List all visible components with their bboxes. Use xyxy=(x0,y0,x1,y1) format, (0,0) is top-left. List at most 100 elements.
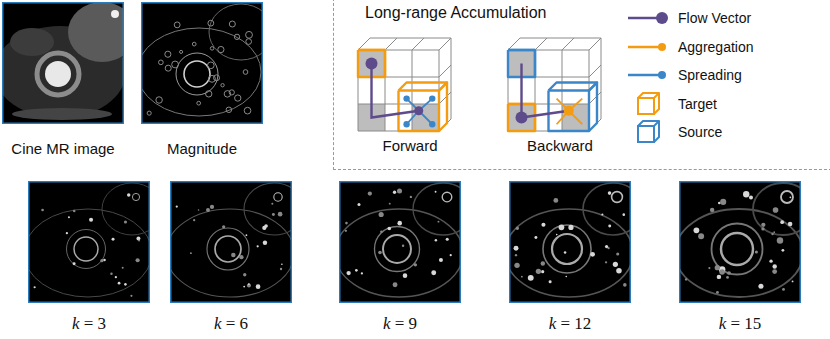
cube-edge xyxy=(654,93,659,98)
caption: k = 12 xyxy=(549,314,592,334)
legend-sample xyxy=(622,33,672,61)
speck xyxy=(788,222,793,227)
mr-content xyxy=(2,2,124,124)
edge xyxy=(102,183,150,235)
speck xyxy=(280,268,282,270)
speck xyxy=(206,91,212,97)
spread-dot xyxy=(403,95,409,101)
edge xyxy=(74,237,98,261)
caption: k = 3 xyxy=(72,314,106,334)
grid-line xyxy=(412,38,424,50)
speck xyxy=(719,269,725,275)
speck xyxy=(122,267,124,269)
grid-line xyxy=(358,38,370,50)
mr-image xyxy=(0,2,136,124)
speck xyxy=(229,21,235,27)
edge xyxy=(383,235,411,263)
speck xyxy=(397,188,402,193)
edge xyxy=(781,191,793,203)
speck xyxy=(549,280,552,283)
legend-cube xyxy=(638,121,659,142)
grid-line xyxy=(589,92,601,104)
legend-text: Aggregation xyxy=(678,39,754,55)
speck xyxy=(439,258,443,262)
legend-line xyxy=(628,46,662,48)
edge xyxy=(184,61,210,87)
grid-line xyxy=(589,38,601,50)
legend-dot xyxy=(658,43,666,51)
speck xyxy=(218,46,224,52)
cube-edge xyxy=(638,121,659,142)
edge xyxy=(612,192,623,203)
voxel-grid xyxy=(358,38,451,131)
speck xyxy=(361,272,363,274)
edge xyxy=(207,228,249,270)
speck xyxy=(172,61,179,68)
liver xyxy=(68,2,124,62)
edge xyxy=(28,209,150,297)
edge xyxy=(721,233,753,265)
speck xyxy=(110,273,112,275)
image-frame xyxy=(29,182,150,303)
speck xyxy=(271,203,273,205)
flow-dot xyxy=(516,112,528,124)
legend-line xyxy=(628,74,662,76)
mr-content xyxy=(339,181,461,303)
edge xyxy=(679,209,801,297)
image-panel: k = 6 xyxy=(170,181,292,303)
mr-image xyxy=(505,181,643,303)
vessel xyxy=(111,10,119,18)
speck xyxy=(174,22,180,28)
edge xyxy=(509,209,631,297)
cell-fill xyxy=(412,104,439,131)
speck xyxy=(257,245,259,247)
speck xyxy=(515,254,517,256)
speck xyxy=(34,286,36,288)
speck xyxy=(743,191,749,197)
speck xyxy=(534,236,537,239)
speck xyxy=(521,276,523,278)
speck xyxy=(262,226,266,230)
speck xyxy=(694,227,700,233)
speck xyxy=(564,251,567,254)
mr-content xyxy=(170,181,292,303)
speck xyxy=(727,271,731,275)
speck xyxy=(720,199,726,205)
speck xyxy=(758,284,763,289)
speck xyxy=(231,253,236,258)
speck xyxy=(605,245,608,248)
speck xyxy=(263,241,267,245)
flow-vector xyxy=(372,64,419,118)
edge xyxy=(67,230,106,269)
legend-row: Aggregation xyxy=(622,33,754,62)
speck xyxy=(378,251,382,255)
cell-outline xyxy=(358,49,385,51)
spread-dot xyxy=(429,121,435,127)
caption: Cine MR image xyxy=(11,140,114,157)
speck xyxy=(89,218,93,222)
myocardium xyxy=(37,53,79,95)
speck xyxy=(246,234,248,236)
image-frame xyxy=(142,3,263,124)
speck xyxy=(749,196,753,200)
speck xyxy=(616,268,622,274)
grid-line xyxy=(439,38,451,50)
image-frame xyxy=(680,182,801,303)
speck xyxy=(346,271,350,275)
legend-row: Target xyxy=(622,90,754,119)
caption: k = 6 xyxy=(214,314,248,334)
mr-image xyxy=(24,181,162,303)
speck xyxy=(103,259,106,262)
speck xyxy=(608,191,612,195)
speck xyxy=(210,205,214,209)
speck xyxy=(176,205,178,207)
speck xyxy=(715,265,720,270)
speck xyxy=(387,227,391,231)
speck xyxy=(605,261,607,263)
speck xyxy=(100,259,103,262)
legend-cube xyxy=(638,93,659,114)
speck xyxy=(514,263,519,268)
speck xyxy=(772,264,776,268)
image-panel: k = 15 xyxy=(679,181,801,303)
speck xyxy=(156,97,162,103)
